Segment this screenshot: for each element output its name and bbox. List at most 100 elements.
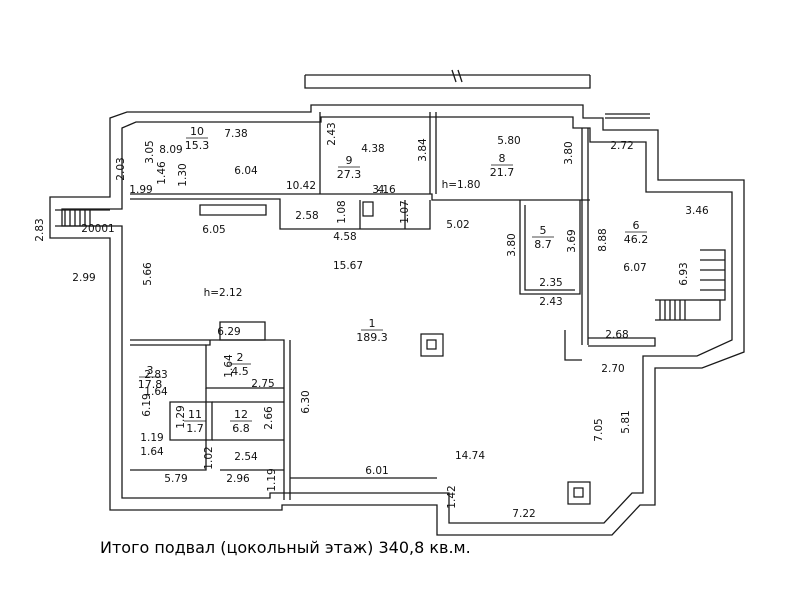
room-12-label: 126.8 xyxy=(230,408,252,435)
dimension-label: 1.19 xyxy=(266,468,278,491)
dimension-label: 1.19 xyxy=(140,432,163,444)
room-area: 6.8 xyxy=(232,422,250,435)
dimension-label: 2.58 xyxy=(295,210,318,222)
dimension-label: 3.80 xyxy=(506,233,518,256)
dimension-label: 1.64 xyxy=(144,386,168,398)
room-9-label: 927.3 xyxy=(337,154,362,181)
room-2-label: 24.5 xyxy=(229,351,251,378)
room-number: 2 xyxy=(237,351,244,364)
column-1 xyxy=(420,333,444,357)
dimension-label: 1.64 xyxy=(223,354,235,378)
room-8-label: 821.7 xyxy=(490,152,515,179)
dimension-label: 2.35 xyxy=(539,277,562,289)
dimension-label: 8.88 xyxy=(597,228,609,251)
room-number: 3 xyxy=(147,364,154,377)
dimension-label: 3.80 xyxy=(563,141,575,164)
dimension-label: 2.83 xyxy=(34,218,46,241)
dimension-label: 5.66 xyxy=(142,262,154,286)
dimension-label: 3.16 xyxy=(372,184,396,196)
dimension-label: 3.69 xyxy=(566,229,578,252)
room-area: 21.7 xyxy=(490,166,515,179)
dimension-label: 6.30 xyxy=(300,390,312,413)
room-area: 8.7 xyxy=(534,238,552,251)
dimension-label: 8.09 xyxy=(159,144,182,156)
dimension-label: 14.74 xyxy=(455,450,485,462)
dimension-label: 1.99 xyxy=(129,184,152,196)
room-number: 6 xyxy=(633,219,640,232)
room-area: 15.3 xyxy=(185,139,210,152)
dimension-label: 6.19 xyxy=(141,393,153,416)
dimension-label: 5.81 xyxy=(620,410,632,433)
dimension-label: 2.83 xyxy=(144,369,167,381)
dimension-label: 4.38 xyxy=(361,143,384,155)
dimension-label: 6.29 xyxy=(217,326,240,338)
dimension-label: 5.80 xyxy=(497,135,520,147)
room-number: 5 xyxy=(540,224,547,237)
room-number: 11 xyxy=(188,408,202,421)
dimension-label: 6.05 xyxy=(202,224,225,236)
dimension-label: 6.04 xyxy=(234,165,258,177)
dimension-label: 3.84 xyxy=(417,138,429,162)
dimension-label: 2.68 xyxy=(605,329,628,341)
dimension-label: 6.07 xyxy=(623,262,646,274)
dimension-label: 2.96 xyxy=(226,473,250,485)
dimension-label: h=1.80 xyxy=(442,179,481,191)
dimension-label: 1.02 xyxy=(203,446,215,469)
dimension-label: 4.58 xyxy=(333,231,356,243)
room-number: 4 xyxy=(378,183,385,196)
room-number: 1 xyxy=(369,317,376,330)
dimension-label: 2.54 xyxy=(234,451,258,463)
dimension-label: 6.93 xyxy=(678,262,690,285)
dimension-label: 3.05 xyxy=(144,140,156,163)
dimension-label: 1.29 xyxy=(175,405,187,428)
dimension-label: 15.67 xyxy=(333,260,363,272)
dimension-label: 5.79 xyxy=(164,473,187,485)
dimension-labels: 7.38 8.093.05 2.03 1.46 1.30 6.04 1.99 2.43 4.38… xyxy=(34,122,709,520)
room-4-label: 4 xyxy=(378,183,385,196)
dimension-label: 7.05 xyxy=(593,418,605,441)
room-area: 17.8 xyxy=(138,378,163,391)
room-area: 1.7 xyxy=(186,422,204,435)
room-number: 8 xyxy=(499,152,506,165)
dimension-label: 3.46 xyxy=(685,205,709,217)
room-area: 27.3 xyxy=(337,168,362,181)
dimension-label: 20001 xyxy=(81,223,114,235)
columns xyxy=(362,201,591,505)
column-2 xyxy=(567,481,591,505)
dimension-label: 2.43 xyxy=(326,122,338,145)
dimension-label: 1.30 xyxy=(177,163,189,186)
dimension-label: 6.01 xyxy=(365,465,388,477)
room-11-label: 111.7 xyxy=(184,408,206,435)
walls xyxy=(49,69,745,536)
room-number: 9 xyxy=(346,154,353,167)
total-area-caption: Итого подвал (цокольный этаж) 340,8 кв.м… xyxy=(100,538,471,557)
room-3-label: 317.8 xyxy=(138,364,163,391)
dimension-label: h=2.12 xyxy=(204,287,243,299)
dimension-label: 1.08 xyxy=(336,200,348,223)
room-area: 4.5 xyxy=(231,365,249,378)
room-5-label: 58.7 xyxy=(532,224,554,251)
room-labels: 1189.324.5317.8458.7646.2821.7927.31015.… xyxy=(138,125,649,435)
room-area: 189.3 xyxy=(356,331,388,344)
dimension-label: 2.75 xyxy=(251,378,274,390)
room-number: 10 xyxy=(190,125,204,138)
dimension-label: 2.99 xyxy=(72,272,95,284)
dimension-label: 2.03 xyxy=(115,157,127,180)
dimension-label: 10.42 xyxy=(286,180,316,192)
dimension-label: 2.43 xyxy=(539,296,562,308)
dimension-label: 2.72 xyxy=(610,140,633,152)
dimension-label: 7.22 xyxy=(512,508,535,520)
room-number: 12 xyxy=(234,408,248,421)
room-6-label: 646.2 xyxy=(624,219,649,246)
dimension-label: 2.70 xyxy=(601,363,624,375)
dimension-label: 5.02 xyxy=(446,219,469,231)
room-area: 46.2 xyxy=(624,233,649,246)
dimension-label: 1.46 xyxy=(156,161,168,185)
dimension-label: 2.66 xyxy=(263,406,275,430)
dimension-label: 1.64 xyxy=(140,446,164,458)
dimension-label: 7.38 xyxy=(224,128,247,140)
dimension-label: 1.07 xyxy=(399,200,411,223)
